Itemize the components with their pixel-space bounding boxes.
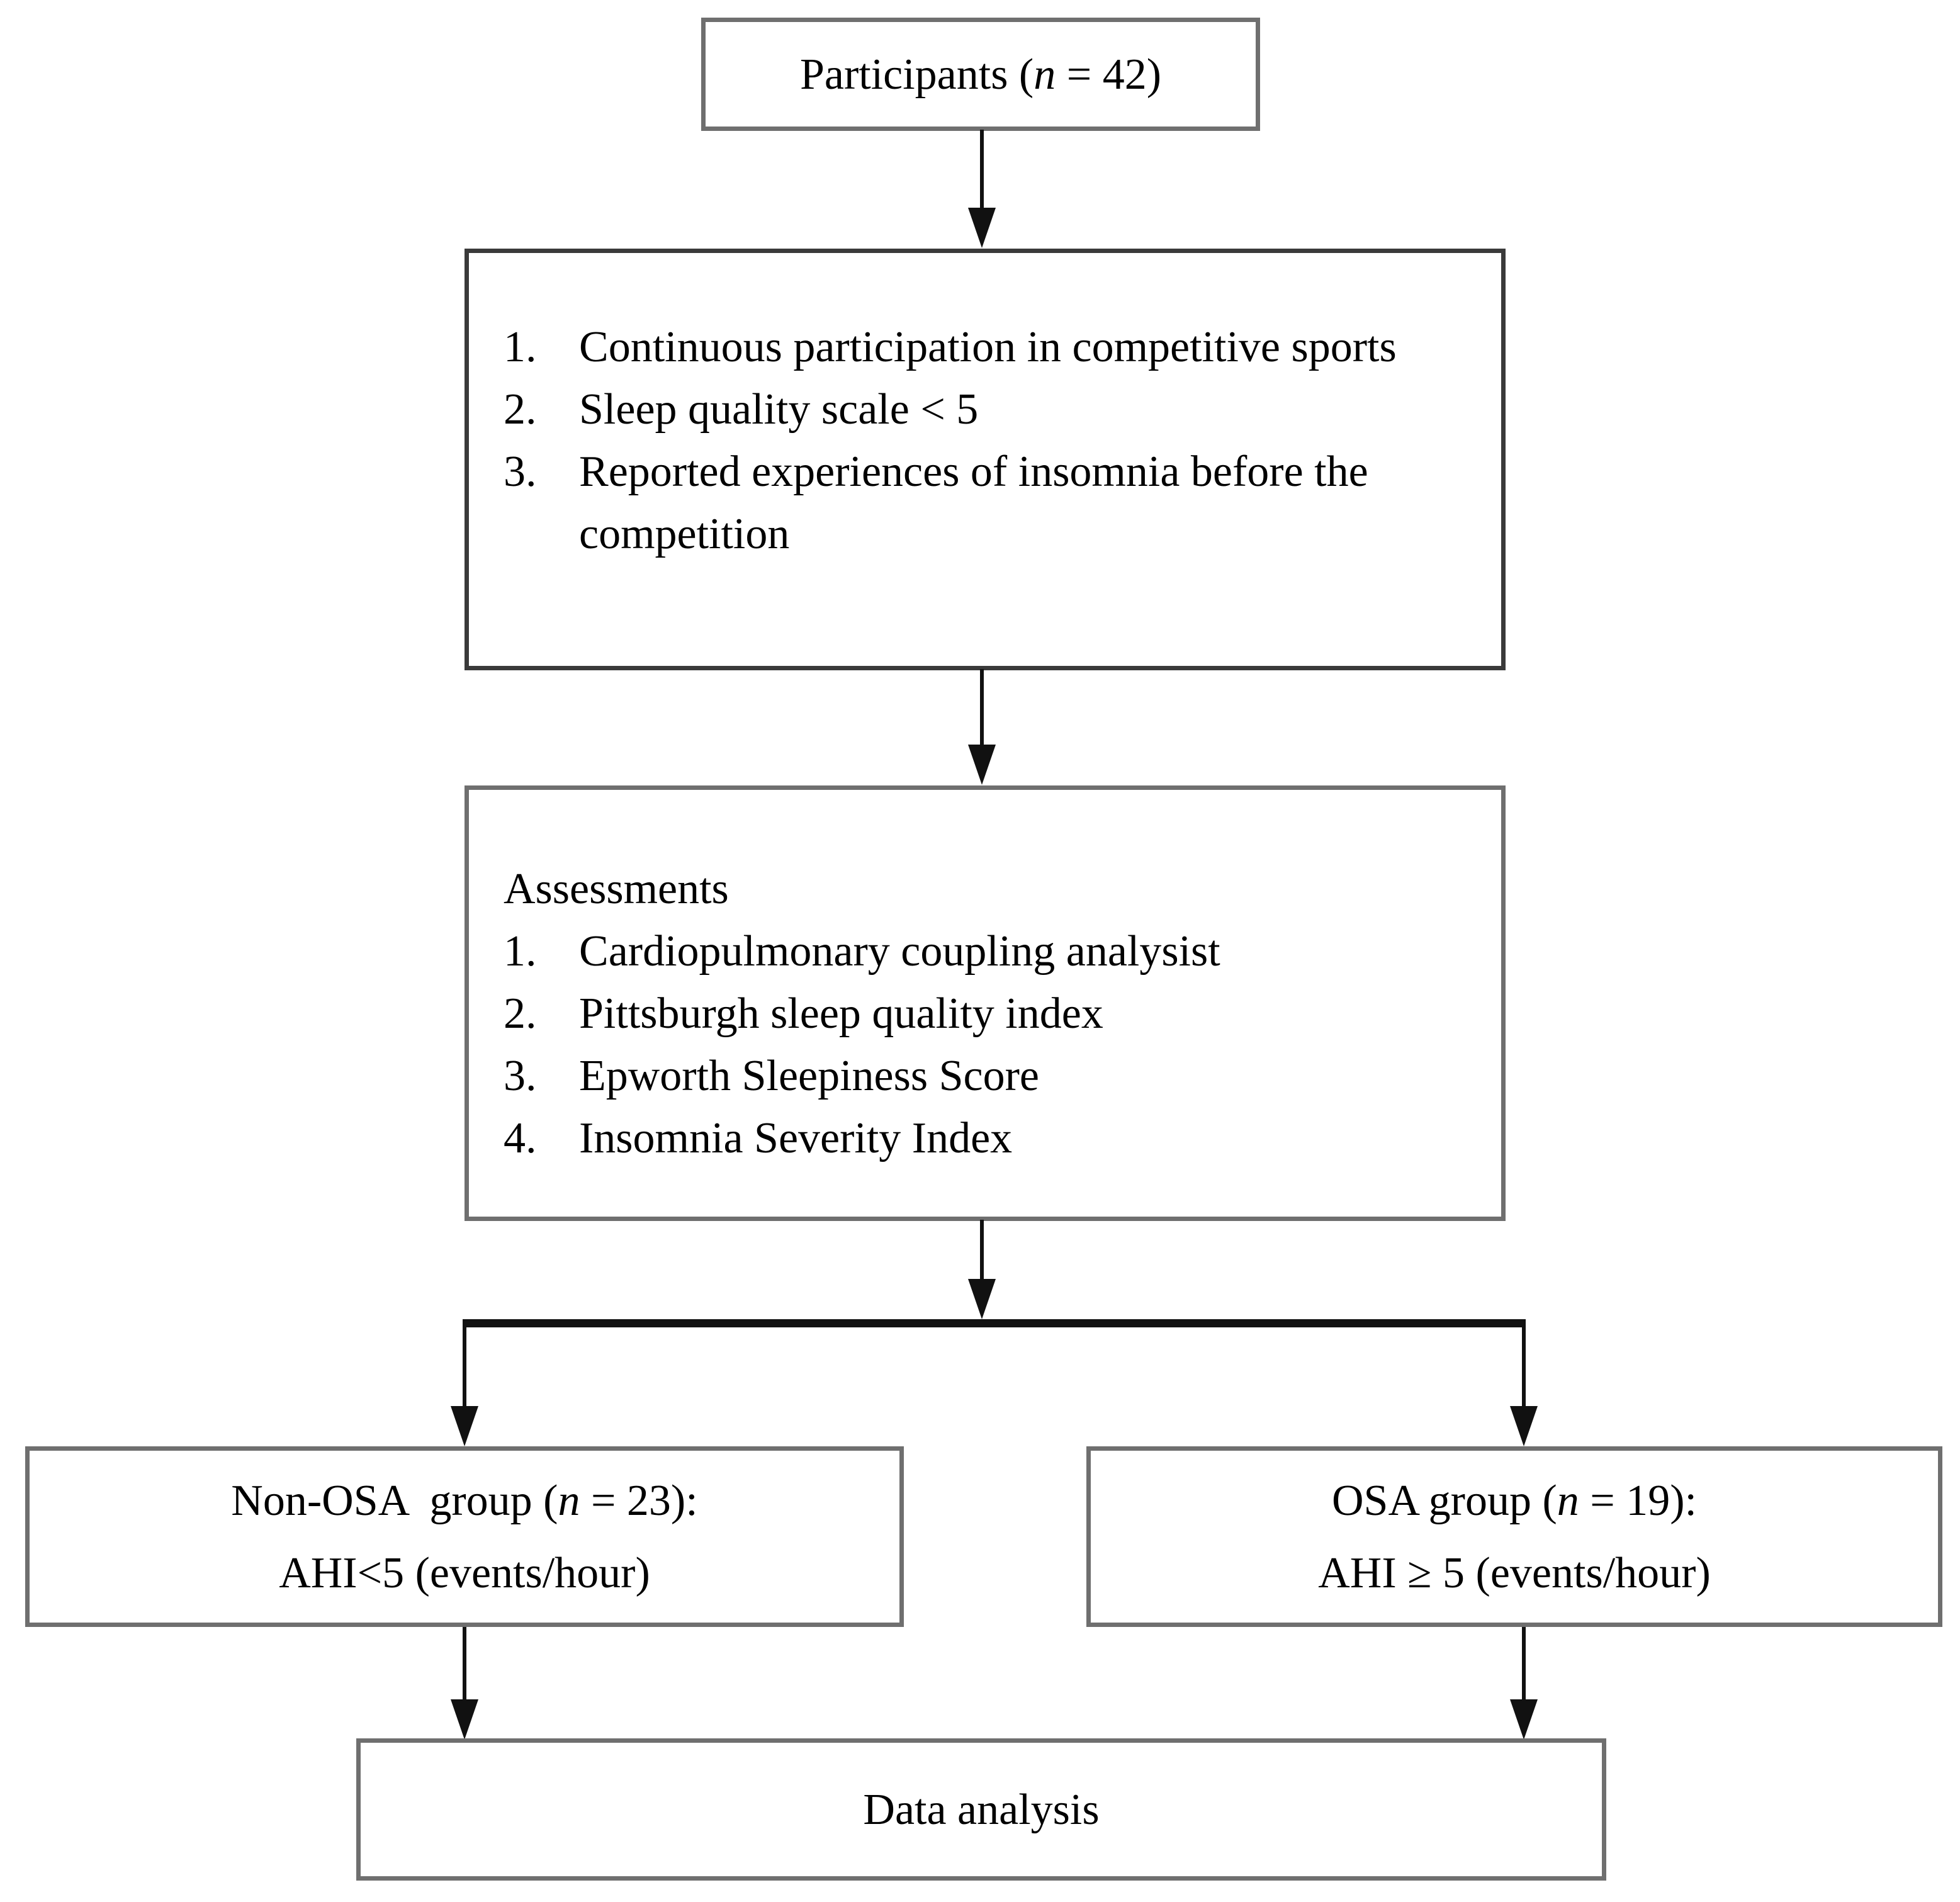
criteria-item-number: 2.: [504, 385, 537, 434]
arrow-split-to-osa-head: [1510, 1406, 1538, 1446]
arrow-osa-to-data-analysis-head: [1510, 1699, 1538, 1740]
assessment-item-number: 4.: [504, 1114, 537, 1162]
assessment-item-number: 1.: [504, 927, 537, 976]
arrow-osa-to-data-analysis-shaft: [1522, 1627, 1526, 1701]
participants-n-var: n: [1034, 50, 1056, 99]
assessment-item: 4. Insomnia Severity Index: [504, 1107, 1489, 1169]
assessment-item-number: 2.: [504, 989, 537, 1038]
non-osa-n-var: n: [558, 1476, 580, 1525]
criteria-item-text: Reported experiences of insomnia before …: [579, 447, 1368, 558]
criteria-item-number: 1.: [504, 323, 537, 371]
arrow-criteria-to-assessments-head: [968, 745, 996, 785]
assessment-item: 3. Epworth Sleepiness Score: [504, 1045, 1489, 1107]
assessments-box: Assessments 1. Cardiopulmonary coupling …: [465, 785, 1506, 1221]
arrow-non-osa-to-data-analysis-head: [451, 1699, 478, 1740]
non-osa-label-prefix: Non-OSA group (: [231, 1476, 558, 1525]
arrow-assessments-to-split-head: [968, 1279, 996, 1319]
arrow-participants-to-criteria-head: [968, 208, 996, 248]
criteria-item: 3. Reported experiences of insomnia befo…: [504, 441, 1489, 565]
non-osa-group-box: Non-OSA group (n = 23): AHI<5 (events/ho…: [25, 1446, 904, 1627]
criteria-item-number: 3.: [504, 447, 537, 496]
criteria-item: 1. Continuous participation in competiti…: [504, 316, 1489, 378]
data-analysis-label: Data analysis: [863, 1785, 1100, 1834]
assessment-item-text: Cardiopulmonary coupling analysist: [579, 927, 1220, 976]
criteria-list: 1. Continuous participation in competiti…: [469, 253, 1501, 565]
assessment-item-text: Epworth Sleepiness Score: [579, 1052, 1039, 1100]
osa-n-var: n: [1557, 1476, 1579, 1525]
criteria-item-text: Sleep quality scale < 5: [579, 385, 979, 434]
non-osa-ahi-criterion: AHI<5 (events/hour): [279, 1548, 650, 1597]
osa-ahi-criterion: AHI ≥ 5 (events/hour): [1318, 1548, 1711, 1597]
osa-label-prefix: OSA group (: [1331, 1476, 1557, 1525]
arrow-participants-to-criteria-shaft: [980, 130, 984, 209]
assessments-content: Assessments 1. Cardiopulmonary coupling …: [469, 790, 1501, 1169]
arrow-split-to-osa-shaft: [1522, 1326, 1526, 1408]
assessment-item-text: Insomnia Severity Index: [579, 1114, 1013, 1162]
participants-label-suffix: = 42): [1056, 50, 1162, 99]
assessment-item: 1. Cardiopulmonary coupling analysist: [504, 920, 1489, 982]
inclusion-criteria-box: 1. Continuous participation in competiti…: [465, 249, 1506, 670]
participants-label: Participants (n = 42): [800, 38, 1161, 111]
assessment-item-text: Pittsburgh sleep quality index: [579, 989, 1103, 1038]
osa-label-suffix: = 19):: [1579, 1476, 1698, 1525]
assessments-title: Assessments: [504, 865, 729, 913]
assessment-item: 2. Pittsburgh sleep quality index: [504, 982, 1489, 1045]
criteria-item: 2. Sleep quality scale < 5: [504, 378, 1489, 441]
non-osa-group-title: Non-OSA group (n = 23):: [231, 1465, 697, 1537]
osa-group-box: OSA group (n = 19): AHI ≥ 5 (events/hour…: [1086, 1446, 1942, 1627]
osa-group-title: OSA group (n = 19):: [1332, 1465, 1697, 1537]
participants-box: Participants (n = 42): [701, 18, 1260, 131]
arrow-split-to-non-osa-head: [451, 1406, 478, 1446]
arrow-split-to-non-osa-shaft: [463, 1326, 466, 1408]
split-bar: [463, 1319, 1526, 1327]
data-analysis-box: Data analysis: [356, 1738, 1606, 1881]
assessment-item-number: 3.: [504, 1052, 537, 1100]
arrow-assessments-to-split-shaft: [980, 1220, 984, 1280]
arrow-non-osa-to-data-analysis-shaft: [463, 1627, 466, 1701]
participants-label-prefix: Participants (: [799, 50, 1034, 99]
assessments-list: 1. Cardiopulmonary coupling analysist 2.…: [504, 920, 1489, 1169]
non-osa-label-suffix: = 23):: [580, 1476, 698, 1525]
criteria-item-text: Continuous participation in competitive …: [579, 323, 1397, 371]
arrow-criteria-to-assessments-shaft: [980, 669, 984, 746]
